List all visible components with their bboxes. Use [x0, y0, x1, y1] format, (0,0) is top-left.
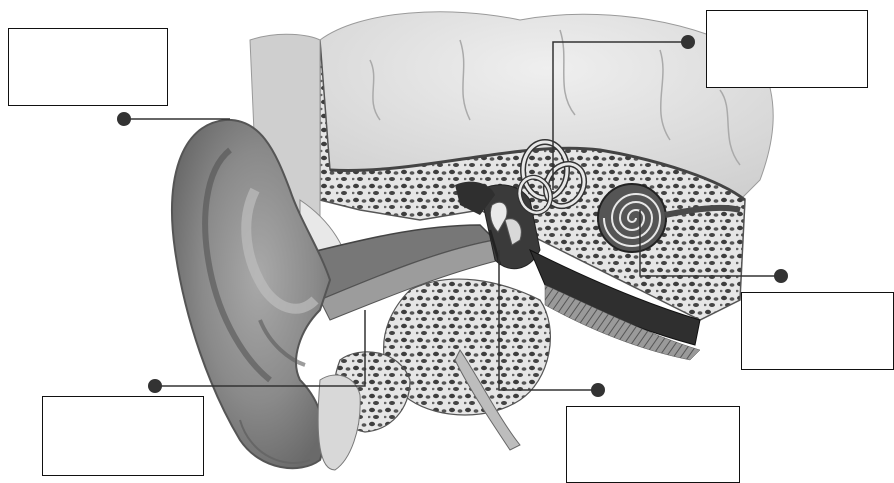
label-box-ear-canal[interactable] — [42, 396, 204, 476]
label-box-pinna[interactable] — [8, 28, 168, 106]
label-box-eardrum[interactable] — [566, 406, 740, 483]
leader-dot-eardrum — [591, 383, 605, 397]
leader-dot-pinna — [117, 112, 131, 126]
label-box-semicircular-canals[interactable] — [706, 10, 868, 88]
leader-dot-semicircular-canals — [681, 35, 695, 49]
leader-dot-cochlea — [774, 269, 788, 283]
cochlea-shape — [598, 184, 666, 252]
leader-dot-ear-canal — [148, 379, 162, 393]
label-box-cochlea[interactable] — [741, 292, 894, 370]
cartilage-lower — [318, 375, 360, 470]
